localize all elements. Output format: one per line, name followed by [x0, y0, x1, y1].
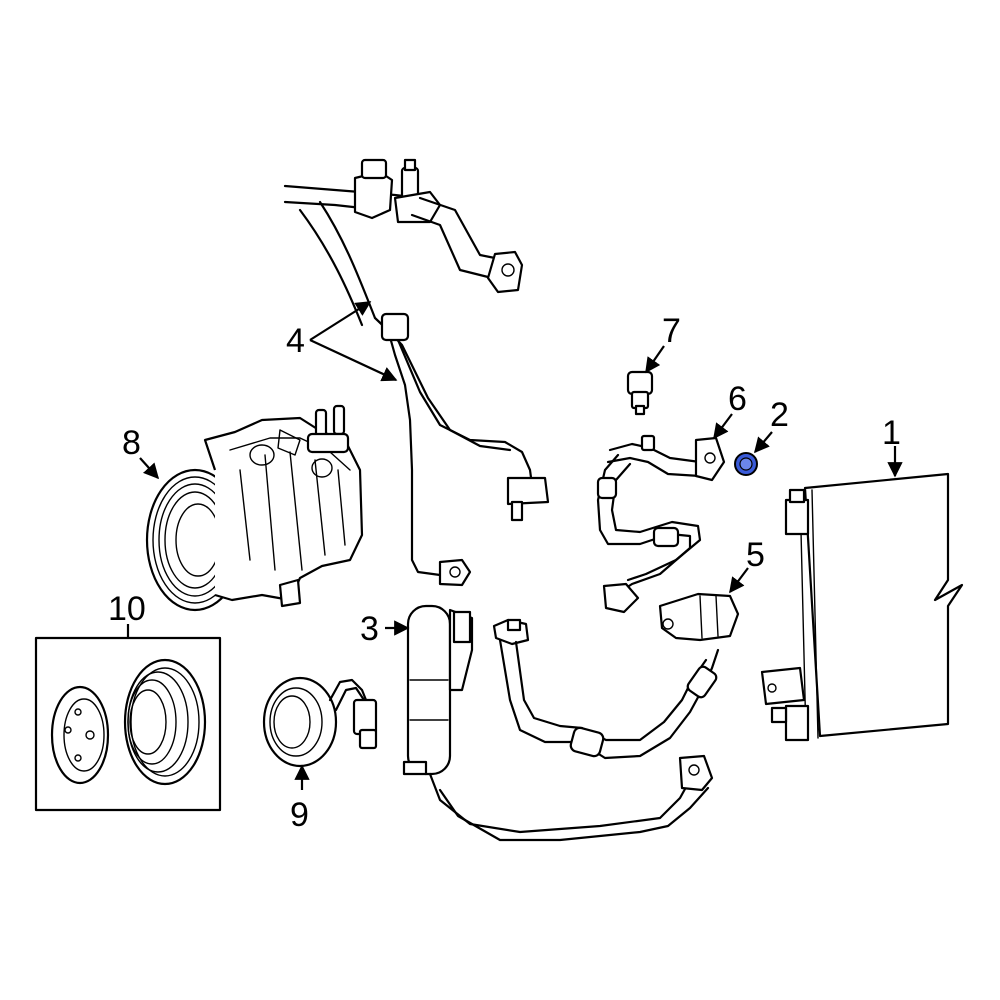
callout-3: 3: [360, 610, 410, 648]
o-ring-seal-icon[interactable]: [734, 452, 758, 476]
callout-number-3: 3: [360, 610, 379, 648]
callout-number-10: 10: [108, 590, 146, 628]
callout-5: 5: [729, 536, 765, 594]
callout-number-2: 2: [770, 396, 789, 434]
condenser-icon[interactable]: [760, 472, 964, 742]
callout-6: 6: [713, 380, 747, 440]
callout-number-4: 4: [286, 322, 305, 360]
callout-number-8: 8: [122, 424, 141, 462]
callout-number-6: 6: [728, 380, 747, 418]
callout-1: 1: [882, 414, 903, 478]
callout-number-1: 1: [882, 414, 901, 452]
ac-compressor-icon[interactable]: [145, 404, 364, 612]
receiver-drier-icon[interactable]: [402, 604, 714, 842]
pressure-switch-icon[interactable]: [626, 370, 654, 416]
callout-number-9: 9: [290, 796, 309, 834]
callout-2: 2: [754, 396, 789, 454]
callout-number-5: 5: [746, 536, 765, 574]
callout-number-7: 7: [662, 312, 681, 350]
callout-8: 8: [122, 424, 160, 480]
clutch-coil-icon[interactable]: [262, 676, 378, 768]
suction-line-icon[interactable]: [596, 434, 726, 614]
callout-10: 10: [108, 590, 146, 638]
clutch-assembly-icon[interactable]: [50, 658, 207, 786]
discharge-hose-icon[interactable]: [492, 592, 740, 760]
callout-9: 9: [290, 764, 310, 834]
callout-4: 4: [286, 301, 398, 382]
callout-7: 7: [645, 312, 681, 374]
